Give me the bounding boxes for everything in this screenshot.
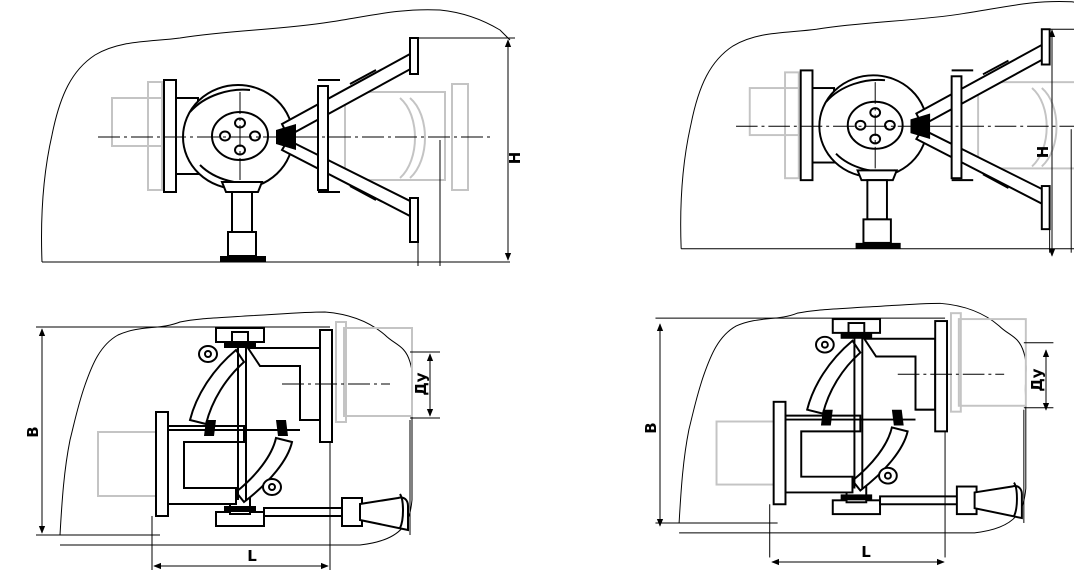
dimension-h-label-right: H xyxy=(1034,146,1052,159)
dimension-du-label-right: Ду xyxy=(1028,368,1046,391)
dimension-du-label-left: Ду xyxy=(412,372,430,395)
section-view-left: B L Ду xyxy=(24,311,441,571)
dimension-h-label-left: H xyxy=(506,152,524,165)
front-view-right: H xyxy=(679,0,1074,257)
dimension-b-label-left: B xyxy=(24,426,42,437)
dimension-l-label-left: L xyxy=(247,547,257,565)
front-view-left: H xyxy=(40,8,524,268)
dimension-l-label-right: L xyxy=(861,543,871,561)
section-view-right: B L Ду xyxy=(642,302,1055,566)
dimension-b-label-right: B xyxy=(642,422,660,433)
